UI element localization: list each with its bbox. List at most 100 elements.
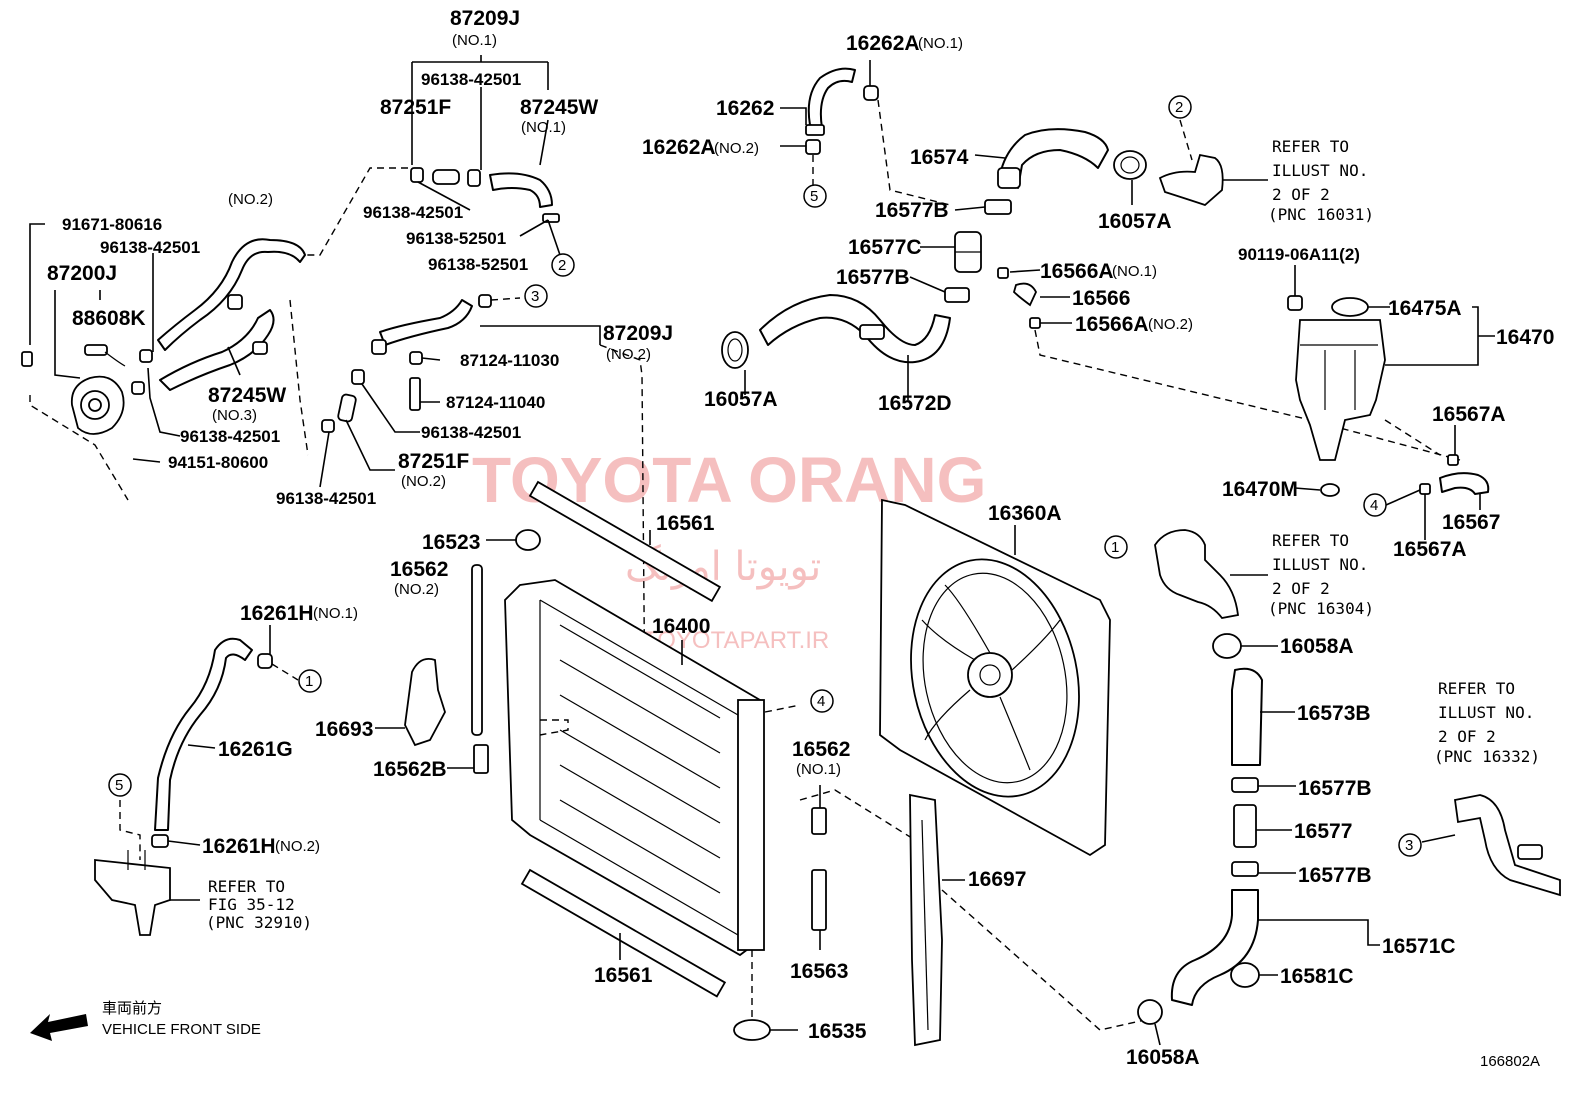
- label-16567A: 16567A: [1432, 403, 1506, 426]
- circle-marker-4a: 4: [1363, 493, 1387, 517]
- label-16057A: 16057A: [704, 388, 778, 411]
- part-label: ILLUST NO.: [1272, 161, 1368, 180]
- label-16360A: 16360A: [988, 502, 1062, 525]
- circle-marker-4b: 4: [810, 689, 834, 713]
- part-label: 96138-42501: [100, 238, 200, 257]
- part-label: (NO.1): [313, 605, 358, 622]
- part-labels: 87209J (NO.1) 96138-42501 87251F 87245W …: [47, 7, 1554, 1069]
- label-16574: 16574: [910, 146, 969, 169]
- label-87245W: 87245W: [520, 96, 598, 119]
- label-16523: 16523: [422, 531, 480, 554]
- circle-marker-2b: 2: [1168, 95, 1192, 119]
- part-label: (PNC 16304): [1268, 599, 1374, 618]
- reservoir-tank-group: [1287, 265, 1495, 540]
- part-label: 2 OF 2: [1272, 185, 1330, 204]
- part-label: (NO.3): [212, 407, 257, 424]
- circle-marker-3a: 3: [524, 284, 548, 308]
- label-16561: 16561: [656, 512, 715, 535]
- water-pump-87200J: [21, 344, 126, 435]
- refer-note-16304: REFER TO ILLUST NO. 2 OF 2 (PNC 16304): [1268, 531, 1374, 618]
- refer-note-16332: REFER TO ILLUST NO. 2 OF 2 (PNC 16332): [1434, 679, 1540, 766]
- part-label: 16567A: [1393, 538, 1467, 561]
- part-label: (PNC 32910): [206, 913, 312, 932]
- circle-marker-2a: 2: [551, 253, 575, 277]
- part-label: 87245W: [208, 384, 286, 407]
- part-label: 16577B: [1298, 864, 1372, 887]
- part-label: (NO.1): [918, 35, 963, 52]
- label-16693: 16693: [315, 718, 373, 741]
- label-16572D: 16572D: [878, 392, 952, 415]
- part-label: (NO.1): [452, 32, 497, 49]
- part-label: 16561: [594, 964, 653, 987]
- part-label: (NO.2): [228, 191, 273, 208]
- label-87251F: 87251F: [380, 96, 451, 119]
- label-16475A: 16475A: [1388, 297, 1462, 320]
- part-label: 87209J: [603, 322, 673, 345]
- part-label: (PNC 16332): [1434, 747, 1540, 766]
- part-label: 2: [1175, 99, 1183, 116]
- circle-marker-1a: 1: [1104, 535, 1128, 559]
- label-16261H: 16261H: [240, 602, 314, 625]
- part-label: (NO.1): [1112, 263, 1157, 280]
- part-label: ILLUST NO.: [1438, 703, 1534, 722]
- part-label: (NO.2): [394, 581, 439, 598]
- label-87124-11030: 87124-11030: [460, 351, 559, 370]
- part-label: 96138-42501: [421, 423, 521, 442]
- part-label: 2: [558, 257, 566, 274]
- label-16535: 16535: [808, 1020, 867, 1043]
- label-94151-80600: 94151-80600: [168, 453, 268, 472]
- part-label: 1: [1111, 539, 1119, 556]
- part-label: 96138-42501: [180, 427, 280, 446]
- label-16571C: 16571C: [1382, 935, 1456, 958]
- label-16058A: 16058A: [1280, 635, 1354, 658]
- part-label: REFER TO: [208, 877, 285, 896]
- vehicle-front-en: VEHICLE FRONT SIDE: [102, 1021, 261, 1038]
- upper-hose-group: [721, 60, 1461, 461]
- part-label: 16058A: [1126, 1046, 1200, 1069]
- part-label: 16562: [792, 738, 850, 761]
- label-88608K: 88608K: [72, 307, 146, 330]
- part-label: 96138-52501: [406, 229, 506, 248]
- figure-id: 166802A: [1480, 1053, 1540, 1070]
- label-16573B: 16573B: [1297, 702, 1371, 725]
- label-16262: 16262: [716, 97, 774, 120]
- label-16470M: 16470M: [1222, 478, 1298, 501]
- part-label: 96138-52501: [428, 255, 528, 274]
- seal-group: [799, 785, 1146, 1047]
- part-label: REFER TO: [1438, 679, 1515, 698]
- label-96138-42501: 96138-42501: [421, 70, 521, 89]
- label-87124-11040: 87124-11040: [446, 393, 545, 412]
- label-16567: 16567: [1442, 511, 1500, 534]
- circle-marker-3b: 3: [1398, 833, 1422, 857]
- part-label: 2 OF 2: [1272, 579, 1330, 598]
- part-label: 16577B: [836, 266, 910, 289]
- part-label: (NO.2): [606, 346, 651, 363]
- label-16562: 16562: [390, 558, 448, 581]
- part-label: 5: [810, 188, 818, 205]
- part-label: 96138-42501: [363, 203, 463, 222]
- part-label: (NO.2): [401, 473, 446, 490]
- label-16400: 16400: [652, 615, 710, 638]
- circle-markers: 2 3 5 2 4 1 1 4 5 3: [108, 95, 1422, 857]
- refer-note-32910: REFER TO FIG 35-12 (PNC 32910): [206, 877, 312, 932]
- part-label: REFER TO: [1272, 137, 1349, 156]
- label-87209J: 87209J: [450, 7, 520, 30]
- part-label: 3: [1405, 837, 1413, 854]
- circle-marker-5a: 5: [803, 184, 827, 208]
- part-label: 16577B: [875, 199, 949, 222]
- part-label: (NO.2): [1148, 316, 1193, 333]
- label-16470: 16470: [1496, 326, 1554, 349]
- vehicle-front-jp: 車両前方: [102, 1000, 162, 1017]
- label-16581C: 16581C: [1280, 965, 1354, 988]
- part-label: (NO.1): [521, 119, 566, 136]
- fan-shroud-16360A: [879, 498, 1111, 857]
- part-label: 3: [531, 288, 539, 305]
- lower-hose-group: [1137, 529, 1561, 1046]
- label-16261G: 16261G: [218, 738, 293, 761]
- part-label: 16261H: [202, 835, 276, 858]
- label-87200J: 87200J: [47, 262, 117, 285]
- refer-note-16031: REFER TO ILLUST NO. 2 OF 2 (PNC 16031): [1268, 137, 1374, 224]
- bypass-hose-group: [94, 625, 446, 936]
- part-label: 16057A: [1098, 210, 1172, 233]
